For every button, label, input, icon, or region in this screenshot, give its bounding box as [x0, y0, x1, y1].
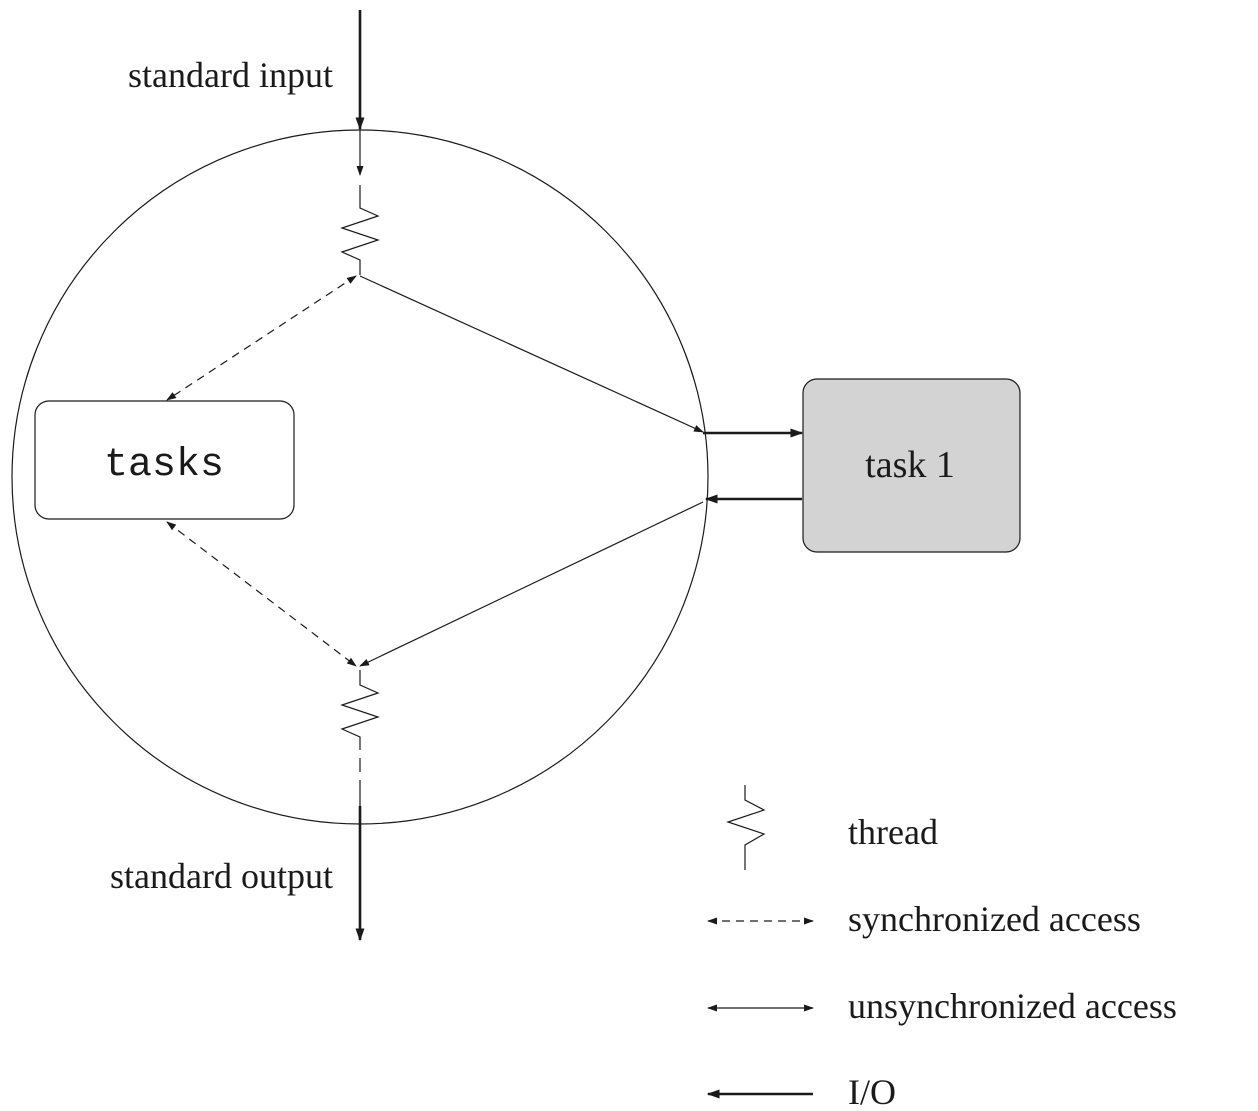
input-thread-icon [340, 198, 380, 275]
output-thread-icon [340, 670, 380, 750]
legend-thread-icon [726, 785, 766, 870]
legend-thread-label: thread [848, 812, 938, 852]
legend-io-label: I/O [848, 1072, 896, 1111]
sync-access-bottom [166, 521, 357, 667]
task1-box [802, 378, 1021, 553]
unsync-access-top [359, 275, 704, 433]
tasks-box-label: tasks [104, 443, 224, 488]
tasks-box [34, 400, 295, 520]
legend-unsync-label: unsynchronized access [848, 986, 1177, 1026]
legend-sync-label: synchronized access [848, 899, 1141, 939]
legend: thread synchronized access unsynchronize… [706, 785, 1177, 1111]
task1-box-label: task 1 [865, 444, 955, 486]
unsync-access-bottom [359, 501, 704, 667]
standard-output-label: standard output [110, 856, 333, 896]
standard-input-label: standard input [128, 55, 333, 95]
sync-access-top [166, 275, 357, 401]
